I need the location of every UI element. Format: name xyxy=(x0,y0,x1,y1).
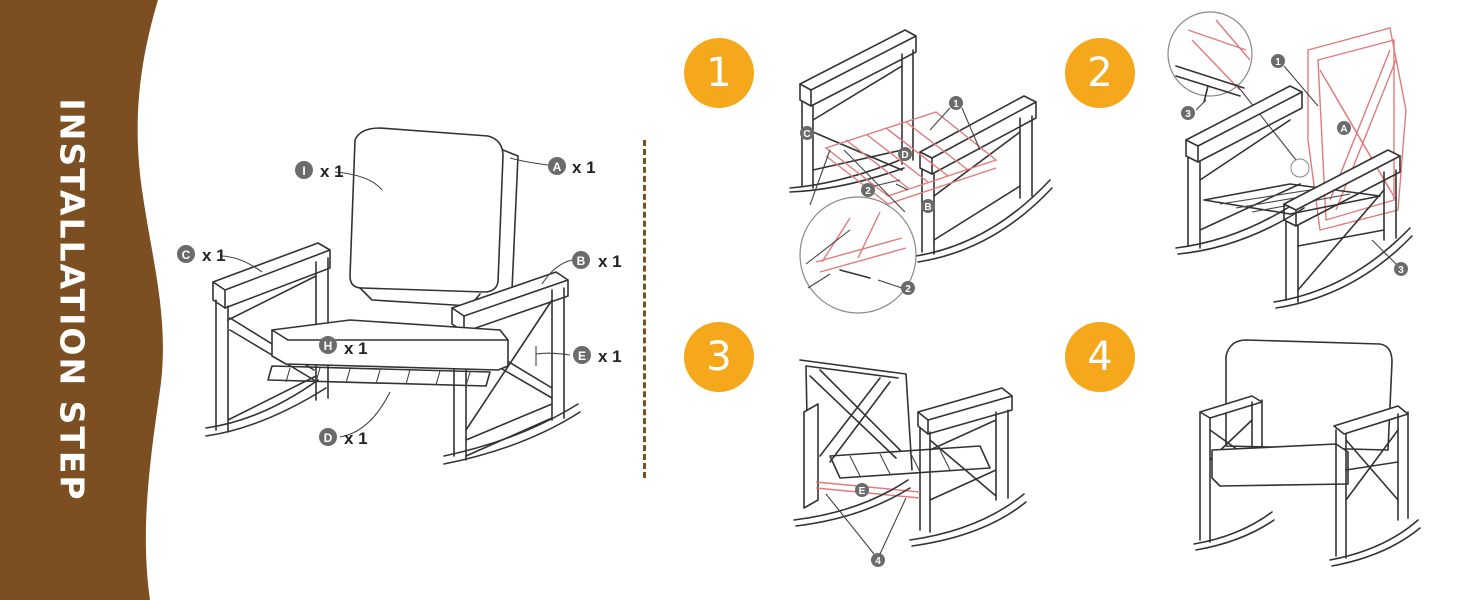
step-badge-2: 2 xyxy=(1065,38,1135,108)
part-qty-C: x 1 xyxy=(202,246,226,265)
step1-marker-D: D xyxy=(898,147,912,161)
step-badge-1: 1 xyxy=(684,38,754,108)
step3-marker-4: 4 xyxy=(871,553,885,567)
svg-text:A: A xyxy=(1340,124,1347,135)
svg-text:1: 1 xyxy=(953,99,959,110)
part-marker-B: B xyxy=(572,251,590,269)
step1-marker-2a: 2 xyxy=(861,183,875,197)
right-rocker xyxy=(443,403,581,465)
banner-shape xyxy=(0,0,163,600)
step2-marker-A: A xyxy=(1337,121,1351,135)
step1-marker-C: C xyxy=(800,126,814,140)
part-marker-H: H xyxy=(319,336,337,354)
step1-marker-B: B xyxy=(921,199,935,213)
svg-text:B: B xyxy=(924,202,931,213)
svg-text:D: D xyxy=(901,150,908,161)
svg-text:D: D xyxy=(324,431,333,445)
part-qty-A: x 1 xyxy=(572,158,596,177)
step2-marker-3a: 3 xyxy=(1181,106,1195,120)
step4-diagram xyxy=(1193,339,1421,567)
step1-marker-1: 1 xyxy=(949,96,963,110)
svg-text:E: E xyxy=(859,486,866,497)
back-cushion-I xyxy=(349,127,504,293)
step-badge-4: 4 xyxy=(1065,322,1135,392)
svg-text:4: 4 xyxy=(875,556,881,567)
svg-text:3: 3 xyxy=(1398,265,1404,276)
step3-diagram: E 4 xyxy=(793,359,1027,567)
svg-text:I: I xyxy=(302,164,305,178)
part-qty-H: x 1 xyxy=(344,339,368,358)
svg-text:E: E xyxy=(578,349,586,363)
step2-marker-3b: 3 xyxy=(1394,262,1408,276)
svg-text:B: B xyxy=(577,254,586,268)
section-divider xyxy=(643,140,646,478)
part-qty-I: x 1 xyxy=(320,162,344,181)
svg-text:H: H xyxy=(324,339,333,353)
part-qty-E: x 1 xyxy=(598,347,622,366)
part-qty-D: x 1 xyxy=(344,429,368,448)
step1-marker-2b: 2 xyxy=(901,281,915,295)
seat-cushion-H xyxy=(271,319,509,371)
svg-text:2: 2 xyxy=(905,284,911,295)
part-marker-D: D xyxy=(319,428,337,446)
step1-diagram: 1 C D 2 B 2 xyxy=(789,29,1053,314)
part-marker-C: C xyxy=(177,245,195,263)
step-badge-3: 3 xyxy=(684,322,754,392)
part-marker-A: A xyxy=(548,157,566,175)
parts-overview-chair: I x 1 A x 1 C x 1 B x 1 H x 1 E x 1 D x … xyxy=(177,127,622,465)
step3-marker-E: E xyxy=(855,483,869,497)
step2-diagram: 1 3 A 3 xyxy=(1167,11,1413,309)
svg-text:A: A xyxy=(553,160,562,174)
left-arm-frame-C xyxy=(212,242,331,433)
title-banner: INSTALLATION STEP xyxy=(0,0,180,600)
svg-text:C: C xyxy=(182,248,191,262)
part-marker-E: E xyxy=(573,346,591,364)
left-rocker xyxy=(205,379,327,437)
part-qty-B: x 1 xyxy=(598,252,622,271)
seat-slats-D xyxy=(267,365,491,387)
step2-marker-1: 1 xyxy=(1271,54,1285,68)
svg-text:1: 1 xyxy=(1275,57,1281,68)
svg-text:3: 3 xyxy=(1185,109,1191,120)
svg-text:2: 2 xyxy=(865,186,871,197)
part-marker-I: I xyxy=(295,161,313,179)
svg-text:C: C xyxy=(803,129,810,140)
